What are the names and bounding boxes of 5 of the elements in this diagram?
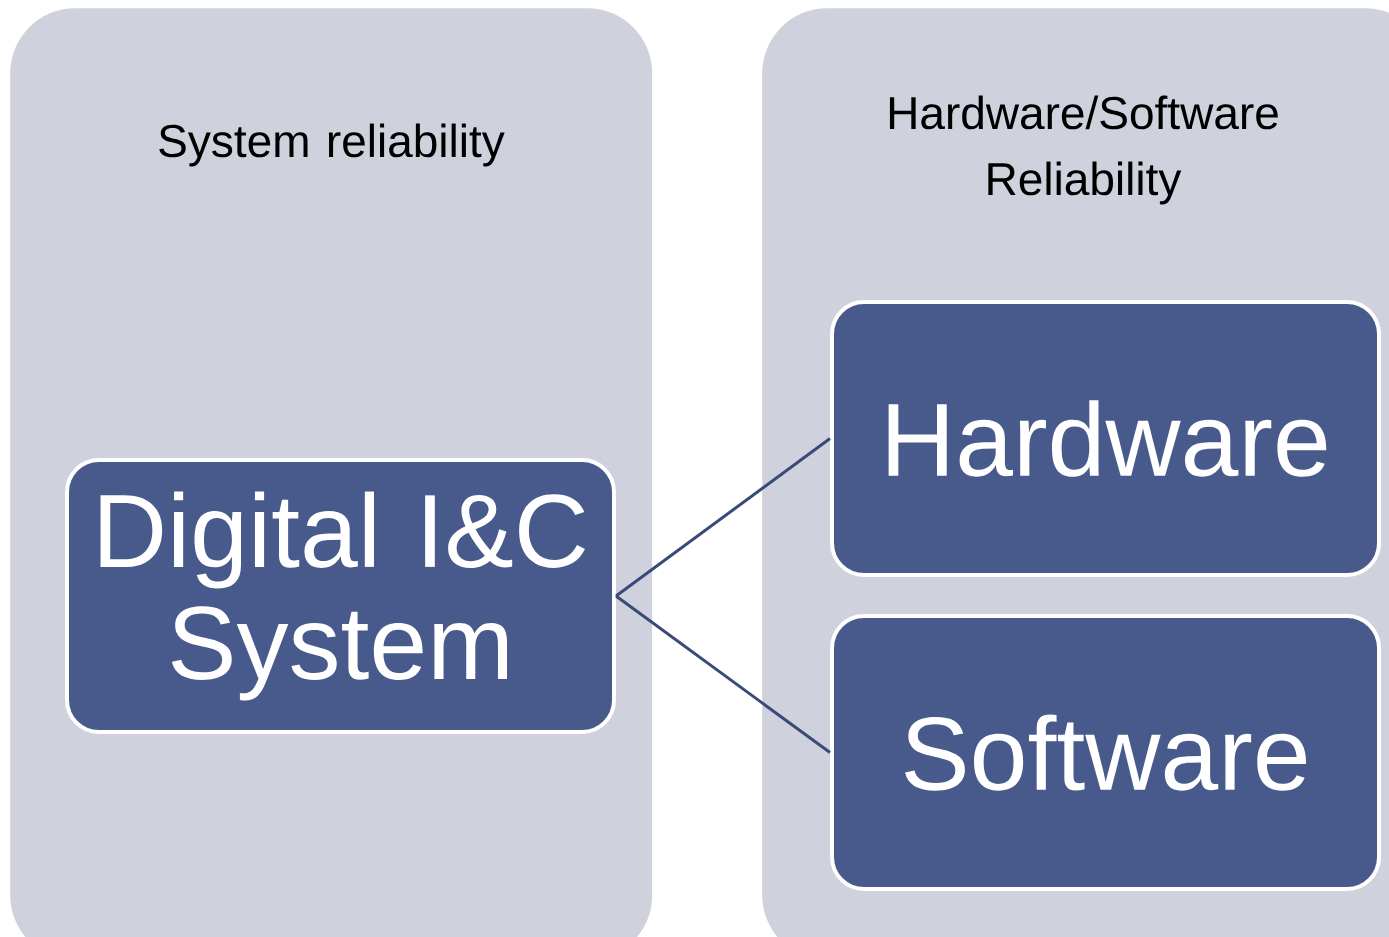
connector-line [615, 594, 831, 754]
process-box: Software [830, 614, 1381, 891]
process-box: Digital I&C System [65, 458, 616, 734]
process-box: Hardware [830, 300, 1381, 577]
connector-line [615, 437, 831, 598]
